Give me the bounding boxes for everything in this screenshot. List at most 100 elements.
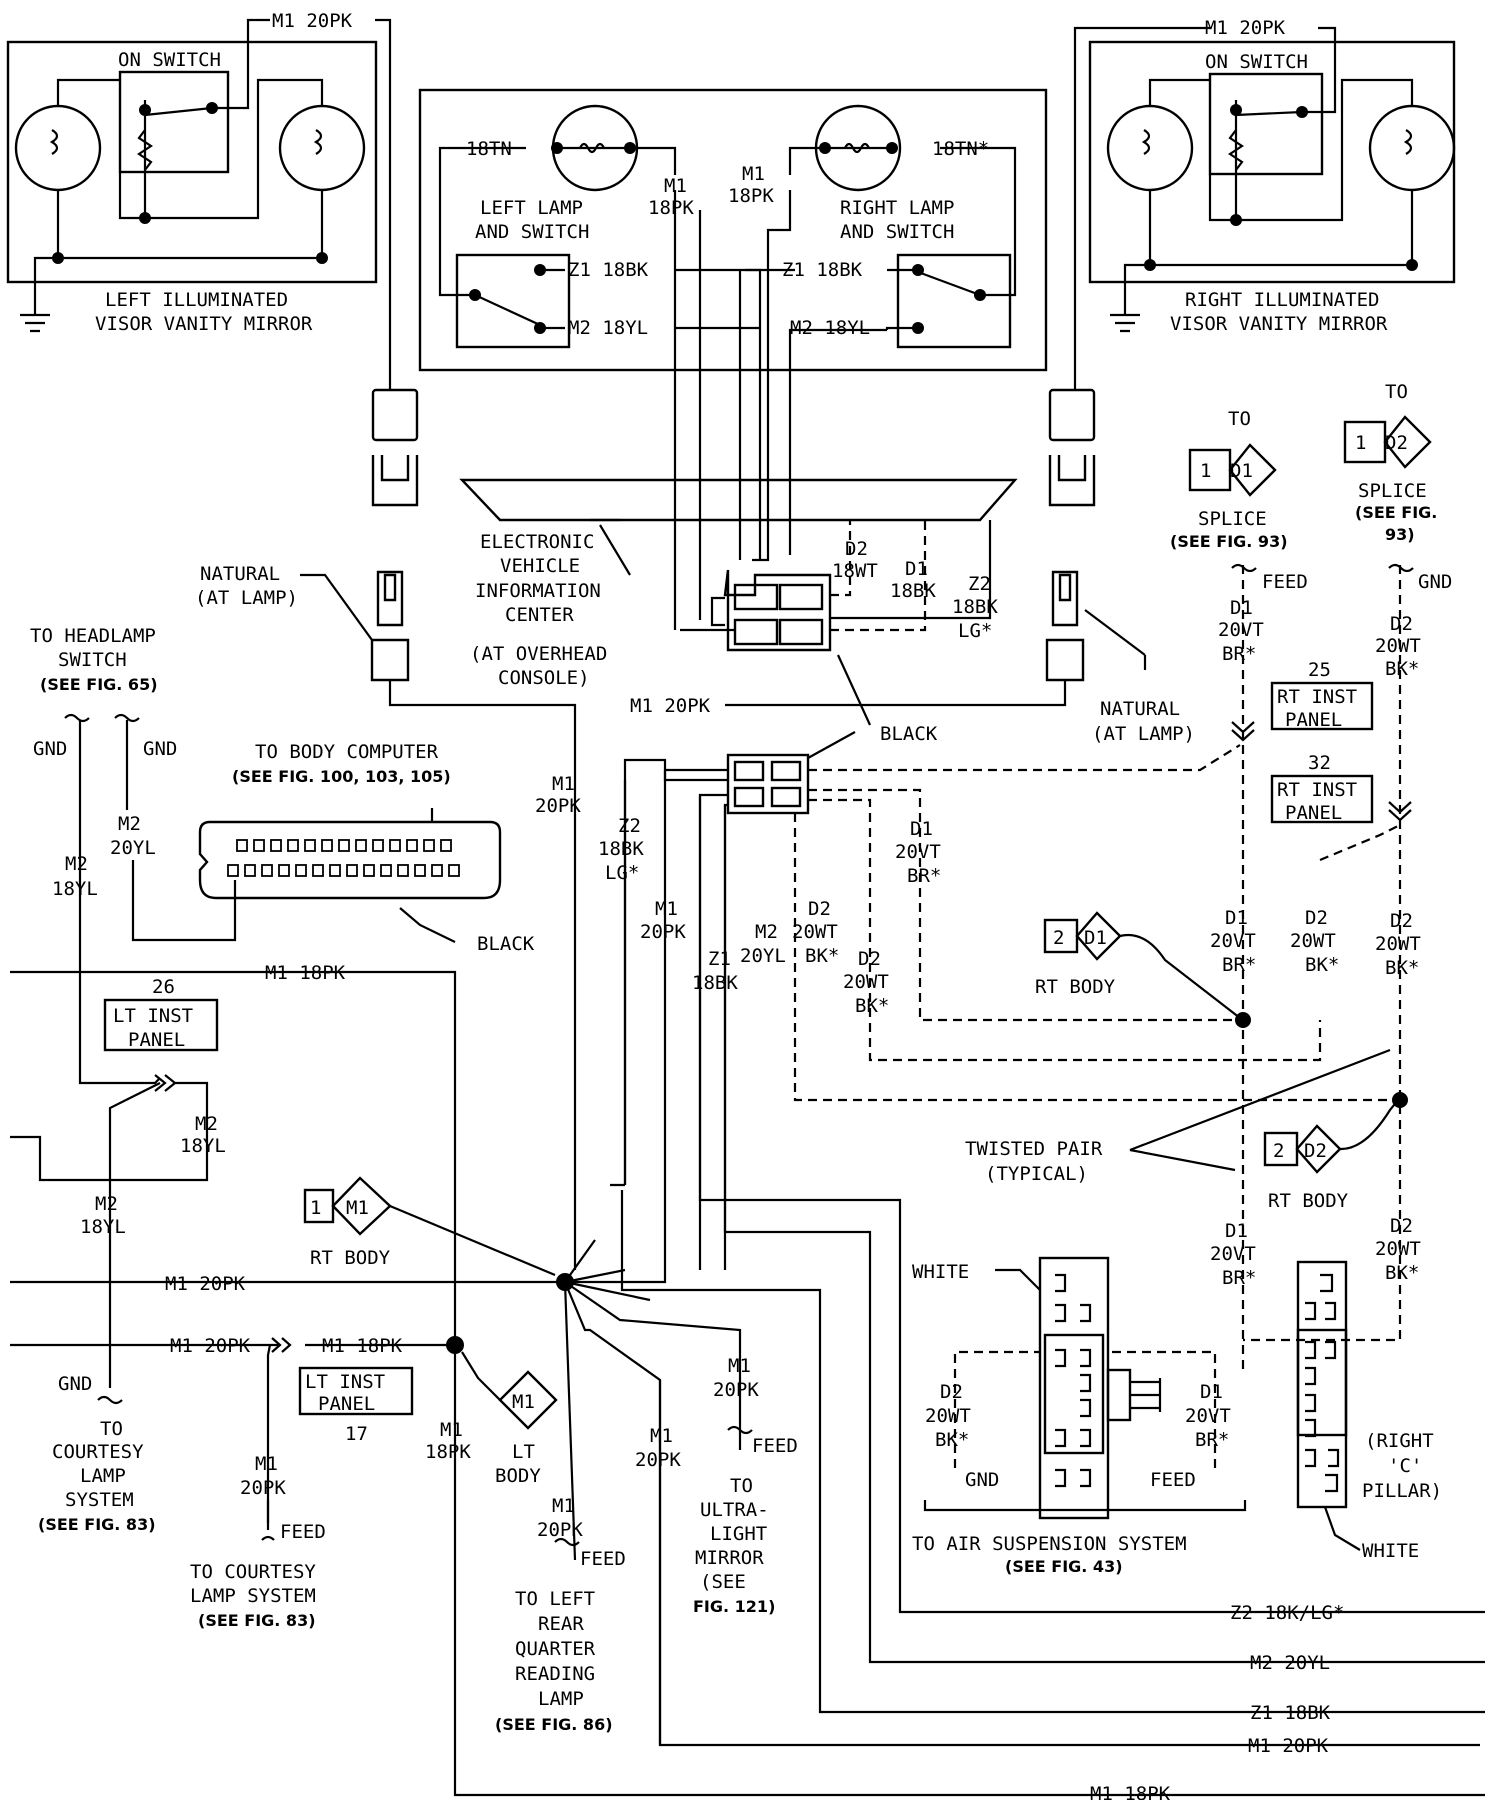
lt-inst-26-l1: LT INST <box>113 1005 193 1027</box>
right-d2b-3: BK* <box>1385 957 1419 979</box>
label-z2-18bk-1: Z2 <box>618 815 641 837</box>
reading-2: REAR <box>538 1613 584 1635</box>
rt-body-d2-label: RT BODY <box>1268 1190 1349 1212</box>
evic-z2-3: LG* <box>958 620 992 642</box>
bottom-m1-20pk-c-2: 20PK <box>240 1477 286 1499</box>
rt-inst-32-num: 32 <box>1308 752 1331 774</box>
splice-d2: TO 1 D2 SPLICE (SEE FIG. 93) GND D2 20WT… <box>1243 381 1452 1342</box>
reading-3: QUARTER <box>515 1638 596 1660</box>
twisted-pair-1: TWISTED PAIR <box>965 1138 1103 1160</box>
bottom-m1-18pk-v-1: M1 <box>440 1419 463 1441</box>
bottom-m1-20pk-d-1: M1 <box>552 1495 575 1517</box>
air-susp-d2-2: 20WT <box>925 1405 971 1427</box>
bottom-m1-20pk-a: M1 20PK <box>165 1273 246 1295</box>
splice-d1: TO 1 D1 SPLICE (SEE FIG. 93) FEED D1 20V… <box>1170 408 1308 1370</box>
m2-18yl-mid-2: 18YL <box>180 1135 226 1157</box>
rt-body-d2: 2 D2 RT BODY <box>1263 1092 1408 1212</box>
console-18tn-right: 18TN* <box>932 138 989 160</box>
c-pillar-white: WHITE <box>1362 1540 1419 1562</box>
label-m2-20yl-2: 20YL <box>740 945 786 967</box>
evic-d1-2: 18BK <box>890 580 936 602</box>
ultra-5: (SEE <box>700 1571 746 1593</box>
connector-pin <box>406 839 418 852</box>
connector-pin <box>397 864 409 877</box>
rt-body-d1-id: D1 <box>1084 927 1107 949</box>
air-susp-d1-1: D1 <box>1200 1381 1223 1403</box>
splice-d1-w3: BR* <box>1222 643 1256 665</box>
right-d1-2: 20VT <box>1210 930 1256 952</box>
connector-pin <box>448 864 460 877</box>
label-d1-20vt-a-1: D1 <box>910 818 933 840</box>
lt-inst-panel-26: 26 LT INST PANEL M2 18YL M2 18YL <box>10 976 226 1330</box>
label-m1-20pk-v-1: M1 <box>552 773 575 795</box>
courtesy-a-3: LAMP <box>80 1465 126 1487</box>
label-d2-20wt-b-3: BK* <box>855 995 889 1017</box>
connector-pin <box>244 864 256 877</box>
bottom-m1-18pk-b: M1 18PK <box>322 1335 403 1357</box>
right-d2l-2: 20WT <box>1375 1238 1421 1260</box>
splice-d1-label-2: (SEE FIG. 93) <box>1170 532 1288 551</box>
right-d2a-3: BK* <box>1305 954 1339 976</box>
bottom-destinations: M1 20PK M1 20PK M1 18PK GND TO COURTESY … <box>38 1273 1344 1800</box>
splice-d1-w1: D1 <box>1230 597 1253 619</box>
evic-d2-1: D2 <box>845 538 868 560</box>
right-mirror-feed-label: M1 20PK <box>1205 17 1286 39</box>
rt-body-m1-id: M1 <box>346 1197 369 1219</box>
connector-pin <box>236 839 248 852</box>
courtesy-a-1: TO <box>100 1418 123 1440</box>
bottom-m1-20pk-d-2: 20PK <box>537 1519 583 1541</box>
evic-label-4: CENTER <box>505 604 574 626</box>
console-lamps: 18TN 18TN* M1 18PK M1 18PK LEFT LAMP AND… <box>418 88 1048 630</box>
console-m1-right-1: M1 <box>742 163 765 185</box>
rt-body-m1-label: RT BODY <box>310 1247 391 1269</box>
label-d2-20wt-b-2: 20WT <box>843 971 889 993</box>
splice-d1-w2: 20VT <box>1218 619 1264 641</box>
main-wire-labels: M1 20PK M1 20PK M1 18PK Z2 18BK LG* M1 2… <box>265 695 941 1017</box>
evic-d2-2: 18WT <box>832 560 878 582</box>
headlamp-gnd-right: GND <box>143 738 177 760</box>
courtesy-a-4: SYSTEM <box>65 1489 134 1511</box>
connector-pin <box>440 839 452 852</box>
evic-label-6: CONSOLE) <box>498 667 590 689</box>
right-mirror-title-2: VISOR VANITY MIRROR <box>1170 313 1388 335</box>
air-susp-d2-3: BK* <box>935 1429 969 1451</box>
body-computer-pins <box>227 839 460 877</box>
evic-module: ELECTRONIC VEHICLE INFORMATION CENTER (A… <box>459 478 1018 745</box>
label-d2-20wt-b-1: D2 <box>858 948 881 970</box>
splice-d1-pin: 1 <box>1200 460 1211 482</box>
connector-pin <box>431 864 443 877</box>
right-mirror-connector <box>1048 388 1096 507</box>
console-z1-left: Z1 18BK <box>568 259 649 281</box>
reading-5: LAMP <box>538 1688 584 1710</box>
air-susp-label-1: TO AIR SUSPENSION SYSTEM <box>912 1533 1187 1555</box>
air-susp-white: WHITE <box>912 1261 969 1283</box>
label-m1-18pk-left: M1 18PK <box>265 962 346 984</box>
m2-18yl-mid-1: M2 <box>195 1113 218 1135</box>
splice-d1-feed: FEED <box>1262 571 1308 593</box>
connector-pin <box>338 839 350 852</box>
splice-d2-gnd: GND <box>1418 571 1452 593</box>
ultra-3: LIGHT <box>710 1523 767 1545</box>
rt-body-m1: 1 M1 RT BODY <box>303 1176 556 1277</box>
bottom-feed-f: FEED <box>752 1435 798 1457</box>
c-pillar-label-1: (RIGHT <box>1365 1430 1434 1452</box>
rt-body-m1-pin: 1 <box>310 1197 321 1219</box>
label-z2-18bk-3: LG* <box>605 862 639 884</box>
connector-pin <box>329 864 341 877</box>
left-mirror-connector <box>371 388 419 507</box>
bottom-feed-c: FEED <box>280 1521 326 1543</box>
left-mirror-switch-label: ON SWITCH <box>118 49 221 71</box>
label-d1-20vt-a-3: BR* <box>907 865 941 887</box>
headlamp-m2b-2: 18YL <box>52 878 98 900</box>
right-side-wire-labels: D1 20VT BR* D2 20WT BK* D2 20WT BK* D1 2… <box>965 907 1421 1289</box>
c-pillar-label-2: 'C' <box>1388 1455 1422 1477</box>
bottom-gnd: GND <box>58 1373 92 1395</box>
courtesy-b-1: TO COURTESY <box>190 1561 316 1583</box>
rt-body-d1-label: RT BODY <box>1035 976 1116 998</box>
out-m1-20: M1 20PK <box>1248 1735 1329 1757</box>
ultra-6: FIG. 121) <box>693 1597 775 1616</box>
rt-inst-25-l1: RT INST <box>1277 686 1357 708</box>
out-m2: M2 20YL <box>1250 1652 1330 1674</box>
lt-body-m1-id: M1 <box>512 1391 535 1413</box>
